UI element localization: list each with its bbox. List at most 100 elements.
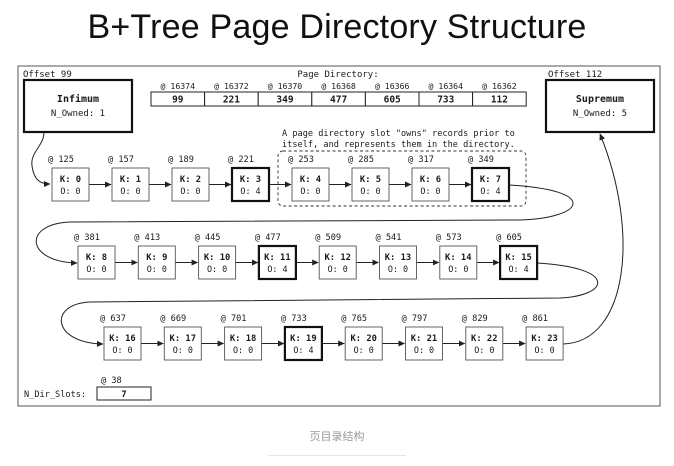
- record-key: K: 21: [411, 334, 437, 344]
- slot-value: 112: [491, 95, 508, 106]
- record-owned-count: O: 0: [207, 264, 227, 274]
- record-key: K: 4: [300, 175, 321, 185]
- record-box: [198, 245, 237, 280]
- record-links: [31, 131, 624, 347]
- record-owned-count: O: 0: [233, 345, 253, 355]
- record-key: K: 19: [290, 334, 316, 344]
- slot-value: 477: [330, 95, 347, 106]
- supremum-offset-label: Offset 112: [548, 70, 602, 80]
- record-key: K: 16: [109, 334, 135, 344]
- n-dir-slots-box: [96, 386, 152, 401]
- record-offset: @ 285: [348, 155, 374, 165]
- supremum-owned: N_Owned: 5: [573, 109, 627, 119]
- record-key: K: 9: [146, 253, 167, 263]
- record-box: [351, 167, 390, 202]
- supremum-box: [544, 78, 656, 134]
- directory-note-line-2: itself, and represents them in the direc…: [282, 140, 515, 150]
- record-offset: @ 317: [408, 155, 434, 165]
- record-owned-count: O: 0: [414, 345, 434, 355]
- supremum-record: Supremum N_Owned: 5: [544, 78, 656, 134]
- record-key: K: 1: [120, 175, 141, 185]
- record-owned-count: O: 0: [535, 345, 555, 355]
- owner-record-box: [283, 325, 323, 362]
- slot-offset: @ 16372: [214, 81, 249, 91]
- record-box: [51, 167, 90, 202]
- record-owned-count: O: 0: [328, 264, 348, 274]
- record-key: K: 14: [445, 253, 471, 263]
- record-offset: @ 509: [315, 233, 341, 243]
- record-owned-count: O: 0: [388, 264, 408, 274]
- record-owned-count: O: 0: [360, 186, 380, 196]
- record-key: K: 6: [420, 175, 441, 185]
- record-offset: @ 573: [436, 233, 462, 243]
- page-directory-label: Page Directory:: [297, 70, 378, 80]
- record-offset: @ 349: [468, 155, 494, 165]
- record-owned-count: O: 4: [240, 186, 260, 196]
- record-box: [318, 245, 357, 280]
- record-owned-count: O: 0: [474, 345, 494, 355]
- record-8: @ 381 K: 8O: 0: [74, 233, 116, 280]
- record-key: K: 20: [350, 334, 376, 344]
- record-offset: @ 797: [402, 314, 428, 324]
- record-offset: @ 701: [221, 314, 247, 324]
- record-offset: @ 477: [255, 233, 281, 243]
- record-box: [171, 167, 210, 202]
- row-wrap-arrow: [35, 184, 574, 266]
- slot-offset: @ 16370: [268, 81, 303, 91]
- record-18: @ 701 K: 18O: 0: [221, 314, 263, 361]
- record-key: K: 7: [480, 175, 501, 185]
- owner-record-box: [230, 166, 271, 203]
- record-key: K: 18: [230, 334, 256, 344]
- record-owned-count: O: 0: [180, 186, 200, 196]
- slot-value: 605: [384, 95, 401, 106]
- record-offset: @ 637: [100, 314, 126, 324]
- record-owned-count: O: 0: [120, 186, 140, 196]
- record-owned-count: O: 4: [293, 345, 313, 355]
- slot-offset: @ 16362: [482, 81, 517, 91]
- last-to-supremum-arrow: [563, 133, 624, 345]
- record-owned-count: O: 4: [509, 264, 529, 274]
- record-offset: @ 253: [288, 155, 314, 165]
- record-key: K: 12: [324, 253, 350, 263]
- record-offset: @ 381: [74, 233, 100, 243]
- record-12: @ 509 K: 12O: 0: [315, 233, 357, 280]
- record-key: K: 3: [240, 175, 261, 185]
- record-owned-count: O: 0: [173, 345, 193, 355]
- record-owned-count: O: 0: [60, 186, 80, 196]
- directory-note-line-1: A page directory slot "owns" records pri…: [282, 129, 515, 139]
- infimum-record: Infimum N_Owned: 1: [22, 78, 134, 134]
- n-dir-slots-label: N_Dir_Slots:: [24, 390, 86, 400]
- record-owned-count: O: 4: [480, 186, 500, 196]
- slot-offset: @ 16366: [375, 81, 410, 91]
- infimum-box: [22, 78, 134, 134]
- record-offset: @ 765: [341, 314, 367, 324]
- record-21: @ 797 K: 21O: 0: [402, 314, 443, 361]
- record-owned-count: O: 0: [448, 264, 468, 274]
- record-box: [77, 245, 116, 280]
- record-key: K: 23: [531, 334, 557, 344]
- record-14: @ 573 K: 14O: 0: [436, 233, 478, 280]
- record-owned-count: O: 0: [86, 264, 106, 274]
- record-key: K: 8: [86, 253, 107, 263]
- infimum-name: Infimum: [57, 93, 99, 105]
- record-offset: @ 125: [48, 155, 74, 165]
- record-box: [291, 167, 330, 202]
- record-key: K: 17: [170, 334, 196, 344]
- n-dir-slots-offset: @ 38: [101, 376, 122, 386]
- record-owned-count: O: 4: [267, 264, 287, 274]
